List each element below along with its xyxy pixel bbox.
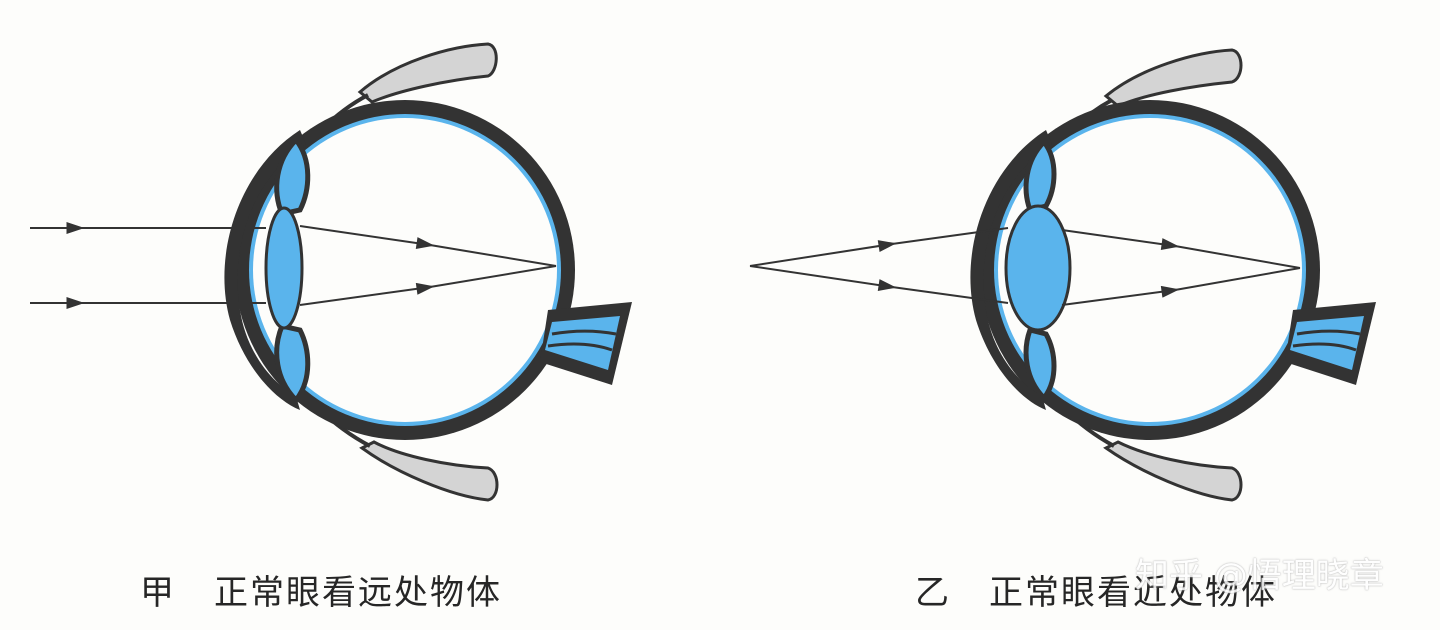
lens-left <box>266 208 302 328</box>
caption-left-text: 正常眼看远处物体 <box>214 573 502 613</box>
caption-right-tag: 乙 <box>915 573 951 613</box>
lower-eyelid-right <box>1106 442 1241 500</box>
upper-eyelid-left <box>360 44 496 102</box>
eye-left <box>224 44 632 500</box>
lens-right <box>1006 206 1070 330</box>
eye-right <box>970 50 1376 500</box>
caption-left-tag: 甲 <box>140 573 176 613</box>
lower-eyelid-left <box>362 442 497 500</box>
ray-right-upper-in <box>750 244 892 266</box>
upper-eyelid-right <box>1106 50 1241 106</box>
watermark: 知乎 @悟理晓章 <box>1135 548 1384 597</box>
ray-right-lower-in <box>750 266 892 287</box>
caption-left: 甲正常眼看远处物体 <box>140 565 502 614</box>
